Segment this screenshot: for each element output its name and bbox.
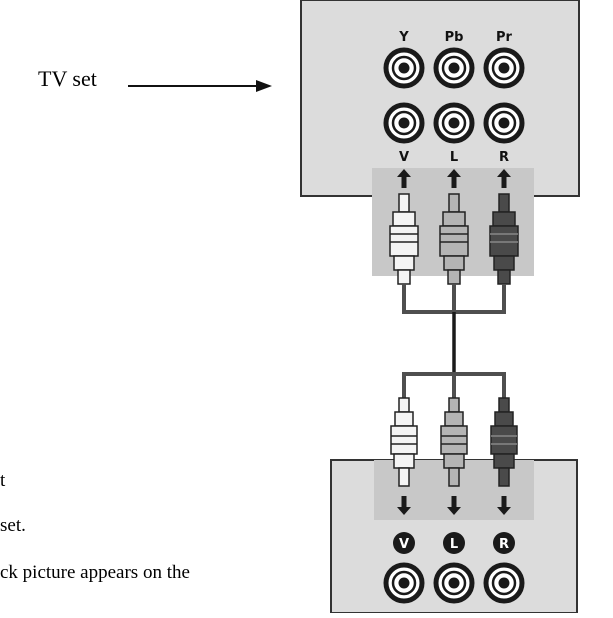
device-jack-r-icon[interactable]	[486, 565, 522, 601]
device-jack-v-icon[interactable]	[386, 565, 422, 601]
device-label-v: V	[399, 537, 409, 552]
tv-pointer-arrow	[128, 80, 272, 92]
plug-upper-l	[439, 193, 469, 285]
jack-pb-icon[interactable]	[436, 50, 472, 86]
cut-off-text-line-3: ck picture appears on the	[0, 562, 190, 583]
plug-upper-v	[389, 193, 419, 285]
cut-off-text-line-2: set.	[0, 515, 26, 536]
plug-lower-v	[390, 397, 418, 487]
jack-label-y: Y	[398, 30, 409, 45]
jack-label-v: V	[399, 150, 409, 165]
device-label-r: R	[499, 537, 509, 552]
tv-jack-row-top: Y Pb Pr	[386, 30, 522, 86]
jack-label-pb: Pb	[445, 30, 464, 45]
jack-y-icon[interactable]	[386, 50, 422, 86]
plug-lower-r	[490, 397, 518, 487]
device-label-l: L	[450, 537, 458, 552]
tv-panel	[300, 0, 580, 197]
tv-jack-row-bottom: V L R	[386, 105, 522, 165]
device-jack-labels: V L R	[393, 532, 515, 554]
plug-upper-r	[489, 193, 519, 285]
jack-label-pr: Pr	[496, 30, 513, 45]
tv-set-label: TV set	[38, 66, 97, 91]
jack-l-icon[interactable]	[436, 105, 472, 141]
jack-label-r: R	[499, 150, 509, 165]
device-jack-l-icon[interactable]	[436, 565, 472, 601]
jack-label-l: L	[450, 150, 458, 165]
av-cable	[402, 284, 506, 404]
plug-lower-l	[440, 397, 468, 487]
jack-v-icon[interactable]	[386, 105, 422, 141]
cut-off-text-line-1: t	[0, 470, 6, 491]
jack-r-icon[interactable]	[486, 105, 522, 141]
jack-pr-icon[interactable]	[486, 50, 522, 86]
